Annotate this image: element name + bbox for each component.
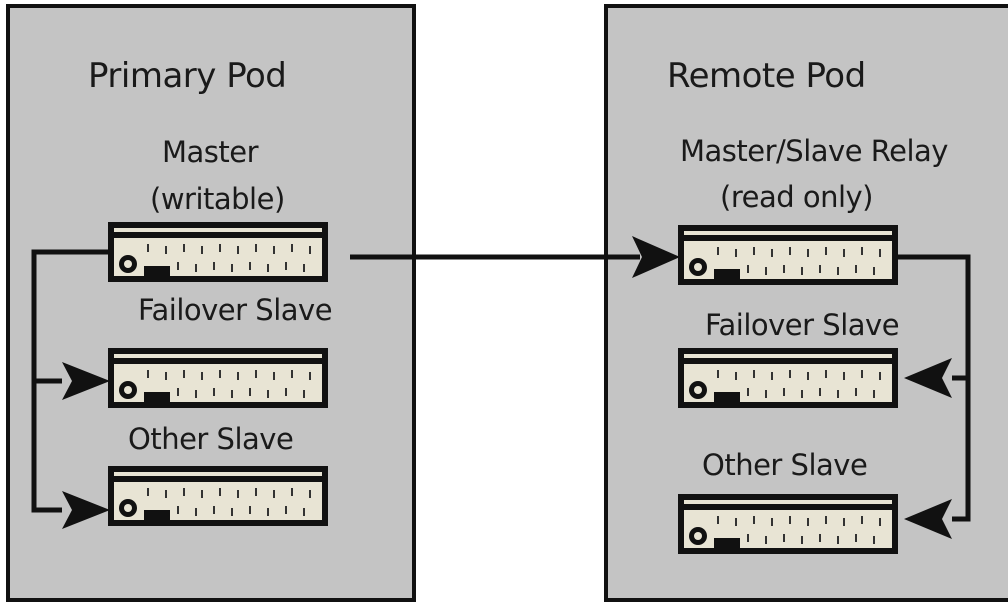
master-server: [107, 221, 329, 283]
arrow-icon: [904, 499, 952, 539]
primary-failover-slave-server: [107, 347, 329, 409]
primary-other-slave-label: Other Slave: [128, 422, 294, 456]
master-writable-label: (writable): [150, 182, 285, 216]
arrow-icons: [62, 236, 952, 539]
master-label: Master: [162, 135, 259, 169]
primary-connectors: [31, 249, 640, 513]
arrow-icon: [632, 236, 680, 278]
primary-pod-title: Primary Pod: [88, 56, 287, 96]
relay-server: [677, 224, 899, 286]
arrow-icon: [62, 362, 110, 400]
remote-failover-slave-server: [677, 347, 899, 409]
primary-other-slave-server: [107, 465, 329, 527]
remote-connectors: [898, 254, 971, 522]
arrow-icon: [904, 358, 952, 398]
remote-pod-title: Remote Pod: [667, 56, 866, 96]
arrow-icon: [62, 491, 110, 529]
remote-failover-slave-label: Failover Slave: [705, 308, 900, 342]
primary-failover-slave-label: Failover Slave: [138, 293, 333, 327]
remote-other-slave-label: Other Slave: [702, 448, 868, 482]
relay-label: Master/Slave Relay: [680, 134, 948, 168]
remote-other-slave-server: [677, 493, 899, 555]
relay-read-only-label: (read only): [720, 180, 874, 214]
